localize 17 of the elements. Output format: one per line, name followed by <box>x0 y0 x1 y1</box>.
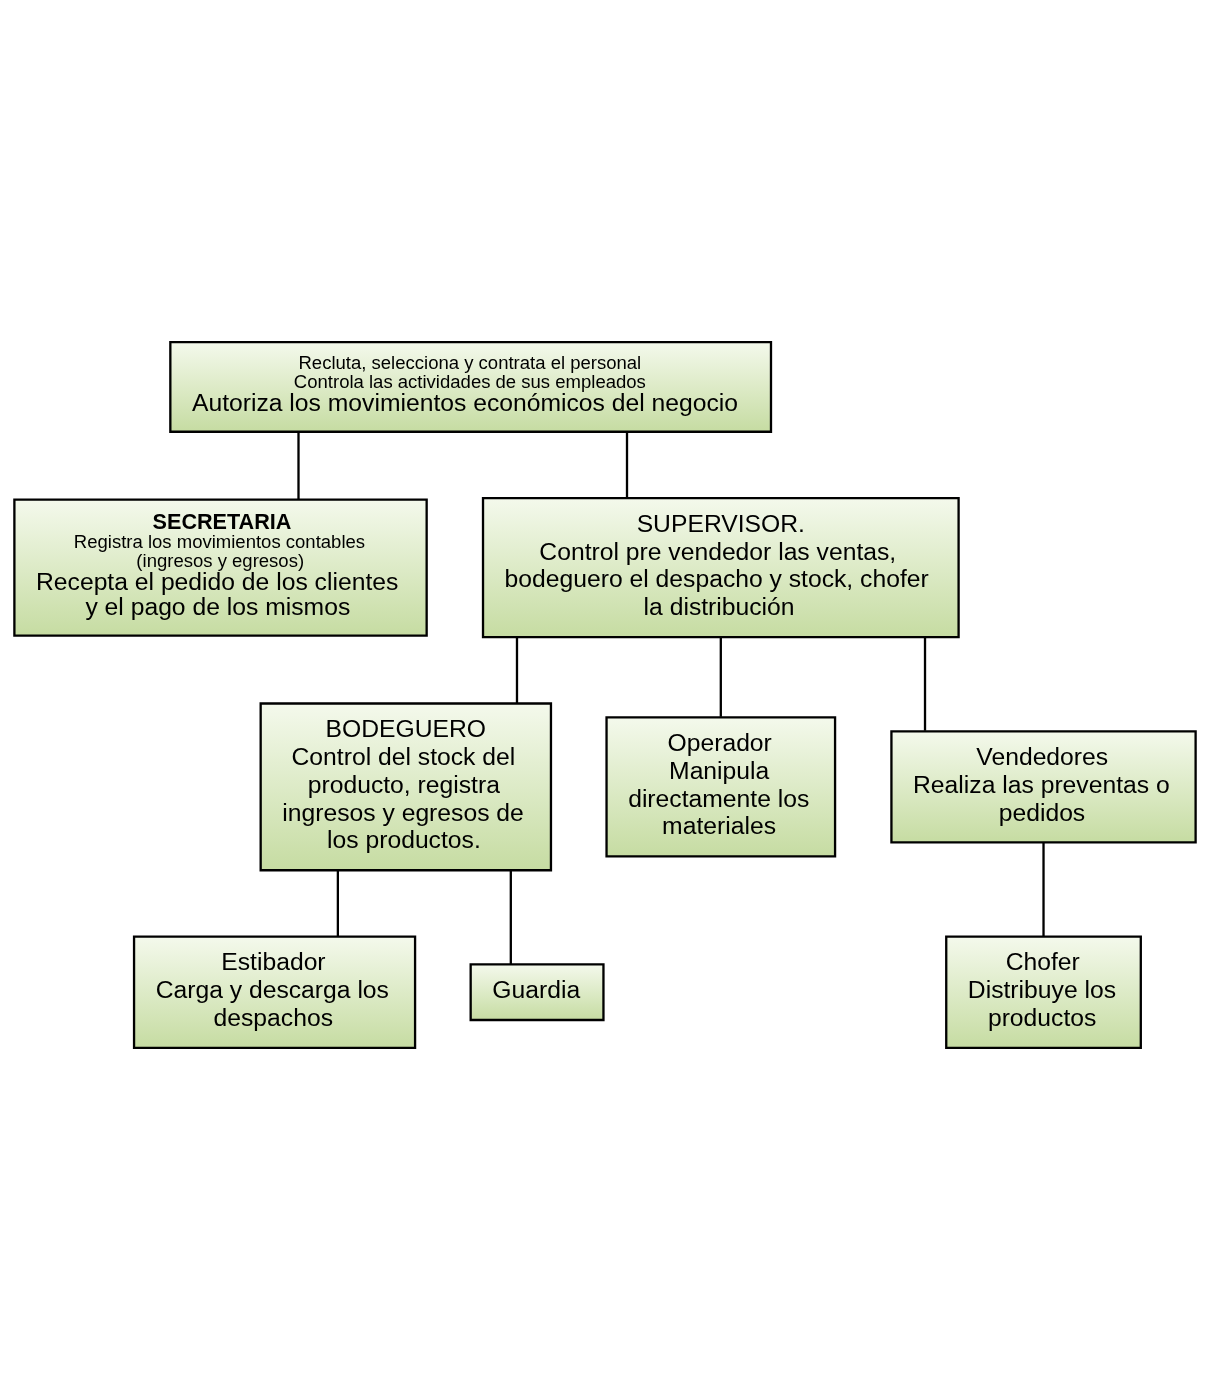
node-box: Estibador Carga y descarga los despachos <box>132 935 417 1049</box>
connector <box>336 869 340 936</box>
connector <box>625 431 629 498</box>
connector <box>719 637 722 717</box>
node-box: Chofer Distribuye los productos <box>945 935 1142 1049</box>
connector <box>509 869 512 964</box>
node-box: Operador Manipula directamente los materiales <box>605 715 837 857</box>
connector <box>297 431 300 499</box>
connector <box>1042 842 1045 936</box>
node-box: Vendedores Realiza las preventas o pedidos <box>890 729 1197 844</box>
node-box: Recluta, selecciona y contrata el personal Controla las actividades de sus empleados Autoriza los movimientos económicos del negocio <box>169 340 773 433</box>
node-box: BODEGUERO Control del stock del producto, registra ingresos y egresos de los productos. <box>259 701 553 871</box>
node-box: SUPERVISOR. Control pre vendedor las ventas, bodeguero el despacho y stock, chofer la distribución <box>481 496 960 638</box>
node-box: Guardia <box>469 962 605 1021</box>
node-box: SECRETARIA Registra los movimientos contables (ingresos y egresos) Recepta el pedido de los clientes y el pago de los mismos <box>13 498 428 637</box>
connector <box>923 637 927 731</box>
connector <box>515 637 519 703</box>
